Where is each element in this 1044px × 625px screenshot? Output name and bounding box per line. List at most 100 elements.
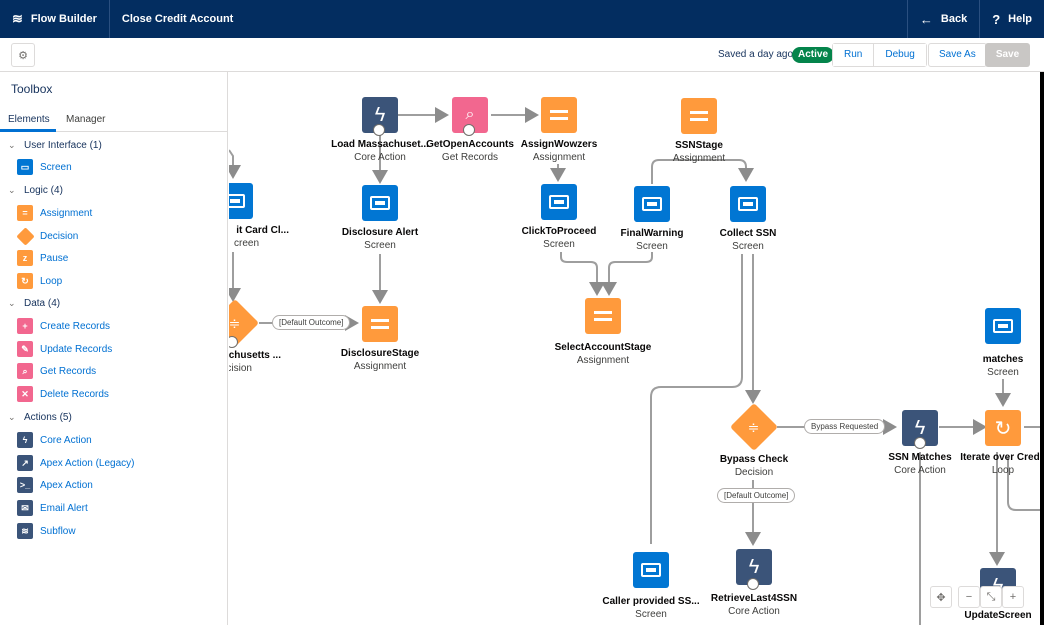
element-get-records[interactable]: ⌕ Get Records: [0, 362, 96, 380]
pan-button[interactable]: ✥: [930, 586, 952, 608]
screen-icon: [541, 184, 577, 220]
node-final-warning[interactable]: FinalWarning Screen: [592, 186, 712, 252]
node-ssn-stage[interactable]: SSNStage Assignment: [639, 98, 759, 164]
help-button[interactable]: ? Help: [979, 0, 1044, 38]
element-label: Subflow: [40, 525, 76, 537]
node-connector-handle[interactable]: [229, 336, 238, 348]
assignment-icon: =: [17, 205, 33, 221]
element-label: Assignment: [40, 207, 93, 219]
node-type: Decision: [734, 467, 774, 478]
screen-icon: [730, 186, 766, 222]
connector-label-default-outcome[interactable]: [Default Outcome]: [717, 488, 796, 503]
element-screen[interactable]: ▭ Screen: [0, 158, 72, 176]
flow-title: Close Credit Account: [121, 13, 234, 25]
element-delete-records[interactable]: ✕ Delete Records: [0, 385, 109, 403]
element-assignment[interactable]: = Assignment: [0, 204, 92, 222]
node-matches[interactable]: matches Screen: [943, 308, 1040, 378]
category-logic[interactable]: ⌄ Logic (4): [0, 181, 63, 199]
element-core-action[interactable]: ϟ Core Action: [0, 431, 92, 449]
node-disclosure-alert[interactable]: Disclosure Alert Screen: [320, 185, 440, 251]
connector: [560, 252, 605, 296]
element-create-records[interactable]: + Create Records: [0, 317, 110, 335]
element-loop[interactable]: ↻ Loop: [0, 272, 62, 290]
category-label: Data (4): [24, 297, 61, 309]
element-apex-action-legacy[interactable]: ↗ Apex Action (Legacy): [0, 454, 135, 472]
node-type: cision: [229, 363, 252, 374]
node-massachusetts-decision[interactable]: ≑ achusetts ... cision: [229, 298, 295, 374]
element-pause[interactable]: z Pause: [0, 249, 68, 267]
category-label: User Interface (1): [24, 139, 102, 151]
node-iterate-over-credit[interactable]: ↻ Iterate over Credit Loop: [943, 410, 1040, 476]
node-bypass-check[interactable]: ≑ Bypass Check Decision: [694, 402, 814, 478]
node-caller-provided-ssn[interactable]: Caller provided SS... Screen: [591, 552, 711, 620]
save-button[interactable]: Save: [985, 43, 1030, 67]
node-name: achusetts ...: [229, 350, 281, 361]
flow-canvas[interactable]: [Default Outcome] Bypass Requested [Defa…: [229, 72, 1040, 625]
loop-icon: ↻: [17, 273, 33, 289]
apex-action-icon: >_: [17, 477, 33, 493]
back-button[interactable]: ← Back: [906, 0, 979, 38]
chevron-down-icon: ⌄: [8, 411, 16, 422]
save-as-button[interactable]: Save As: [928, 43, 987, 67]
node-type: creen: [233, 238, 259, 249]
minus-icon: −: [965, 591, 973, 603]
node-connector-handle[interactable]: [463, 124, 475, 136]
category-label: Actions (5): [24, 411, 72, 423]
node-name: Caller provided SS...: [602, 596, 700, 607]
node-name: Load Massachuset...: [331, 139, 429, 150]
flow-properties-button[interactable]: ⚙: [11, 43, 35, 67]
tab-elements[interactable]: Elements: [8, 114, 50, 125]
connector: [651, 159, 754, 184]
element-label: Get Records: [40, 365, 97, 377]
active-tab-indicator: [0, 129, 56, 132]
element-email-alert[interactable]: ✉ Email Alert: [0, 499, 88, 517]
email-alert-icon: ✉: [17, 500, 33, 516]
element-label: Update Records: [40, 343, 113, 355]
element-update-records[interactable]: ✎ Update Records: [0, 340, 112, 358]
element-apex-action[interactable]: >_ Apex Action: [0, 476, 93, 494]
category-user-interface[interactable]: ⌄ User Interface (1): [0, 136, 102, 154]
fit-to-view-button[interactable]: ⤡: [980, 586, 1002, 608]
node-name: matches: [982, 354, 1024, 365]
zoom-out-button[interactable]: −: [958, 586, 980, 608]
node-connector-handle[interactable]: [914, 437, 926, 449]
zoom-in-button[interactable]: +: [1002, 586, 1024, 608]
connector-label-bypass-requested[interactable]: Bypass Requested: [804, 419, 886, 434]
subflow-icon: ≋: [17, 523, 33, 539]
element-decision[interactable]: Decision: [0, 226, 78, 246]
node-assign-wowzers[interactable]: AssignWowzers Assignment: [499, 97, 619, 163]
node-connector-handle[interactable]: [373, 124, 385, 136]
screen-icon: [229, 183, 253, 219]
node-click-to-proceed[interactable]: ClickToProceed Screen: [499, 184, 619, 250]
category-data[interactable]: ⌄ Data (4): [0, 294, 60, 312]
node-credit-card-screen[interactable]: it Card Cl... creen: [229, 183, 295, 249]
connector-label-default-outcome[interactable]: [Default Outcome]: [272, 315, 351, 330]
node-disclosure-stage[interactable]: DisclosureStage Assignment: [320, 306, 440, 372]
debug-button[interactable]: Debug: [873, 44, 926, 66]
saved-status: Saved a day ago: [718, 49, 794, 60]
app-name: Flow Builder: [30, 13, 97, 25]
node-name: AssignWowzers: [520, 139, 598, 150]
node-collect-ssn[interactable]: Collect SSN Screen: [688, 186, 808, 252]
node-connector-handle[interactable]: [747, 578, 759, 590]
connector: [650, 254, 743, 544]
node-select-account-stage[interactable]: SelectAccountStage Assignment: [543, 298, 663, 366]
node-type: Screen: [635, 609, 667, 620]
category-actions[interactable]: ⌄ Actions (5): [0, 408, 72, 426]
node-name: SSNStage: [675, 140, 723, 151]
node-name: Iterate over Credit: [960, 452, 1040, 463]
element-label: Delete Records: [40, 388, 109, 400]
node-type: Screen: [732, 241, 764, 252]
run-button[interactable]: Run: [833, 44, 874, 66]
element-label: Core Action: [40, 434, 92, 446]
screen-icon: [634, 186, 670, 222]
node-type: Core Action: [728, 606, 780, 617]
help-icon: ?: [992, 11, 1001, 27]
builder-toolbar: ⚙ Saved a day ago Active Run Debug Save …: [0, 38, 1044, 72]
tab-manager[interactable]: Manager: [66, 114, 106, 125]
connector: [229, 149, 241, 179]
screen-icon: [362, 185, 398, 221]
connector: [601, 252, 653, 296]
node-name: GetOpenAccounts: [426, 139, 514, 150]
element-subflow[interactable]: ≋ Subflow: [0, 522, 76, 540]
